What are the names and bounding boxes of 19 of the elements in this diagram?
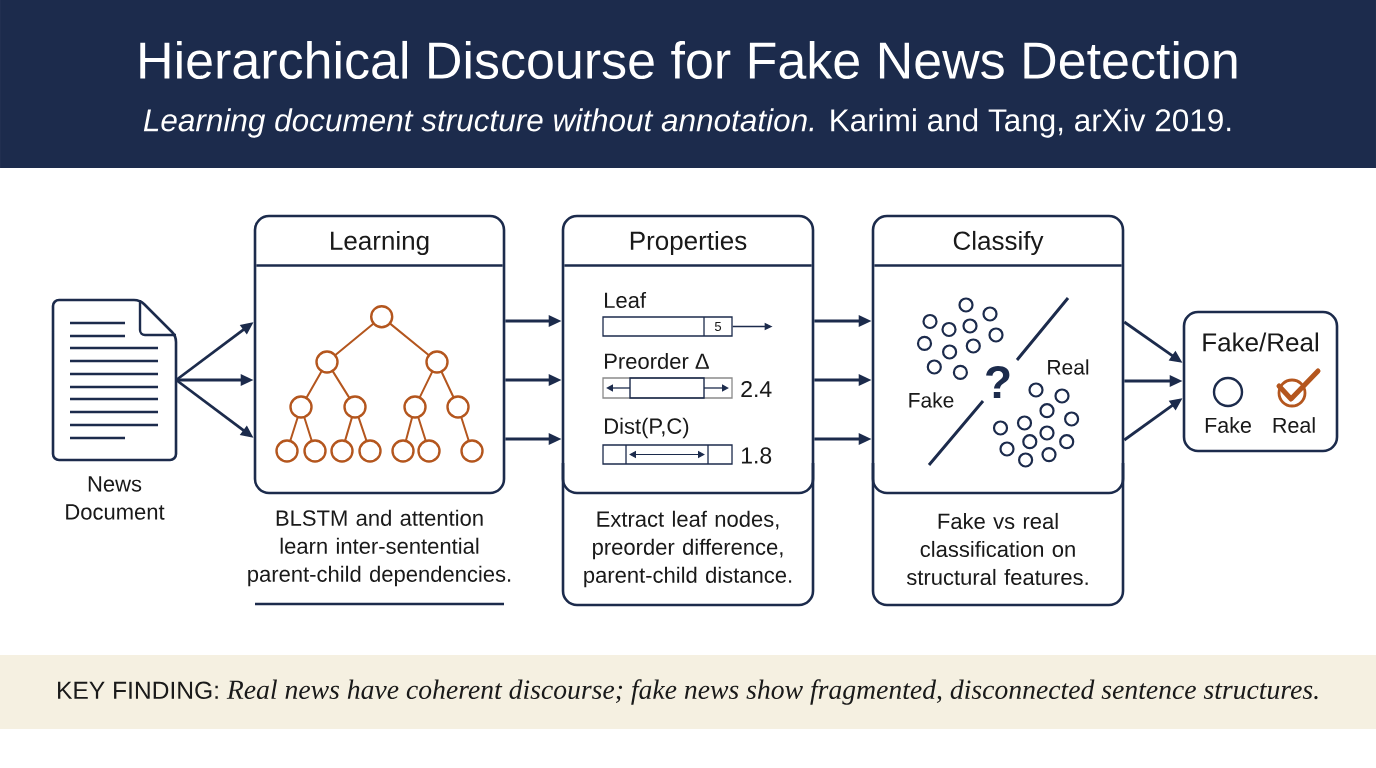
question-mark: ? xyxy=(986,365,1010,399)
key-finding-banner: KEY FINDING: Real news have coherent discourse; fake news show fragmented, disconnected sentence structures. xyxy=(0,655,1376,729)
field-label: Leaf xyxy=(605,291,647,309)
node-label: Classify xyxy=(953,230,1044,256)
class-label: Fake xyxy=(909,392,954,408)
title: Hierarchical Discourse for Fake News Detection xyxy=(140,40,1237,80)
field-label: Dist(P,C) xyxy=(605,417,689,439)
value-bar: 5 xyxy=(602,316,733,337)
node-label: News Document xyxy=(66,476,165,520)
option-label: Fake xyxy=(1205,417,1251,433)
node-label: Fake vs real classification on structural features. xyxy=(906,512,1088,586)
caption-text: BLSTM and attention learn inter-sentential parent-child dependencies. xyxy=(248,509,511,587)
field-label: Preorder Δ xyxy=(605,352,709,370)
class-label: Real xyxy=(1048,359,1089,375)
option-label: Real xyxy=(1273,417,1315,433)
value-label: 2.4 xyxy=(741,380,772,398)
value-label: 1.8 xyxy=(741,447,772,464)
subtitle: Learning document structure without annotation. Karimi and Tang, arXiv 2019. xyxy=(143,108,1231,138)
process-box: Learning xyxy=(253,214,506,495)
